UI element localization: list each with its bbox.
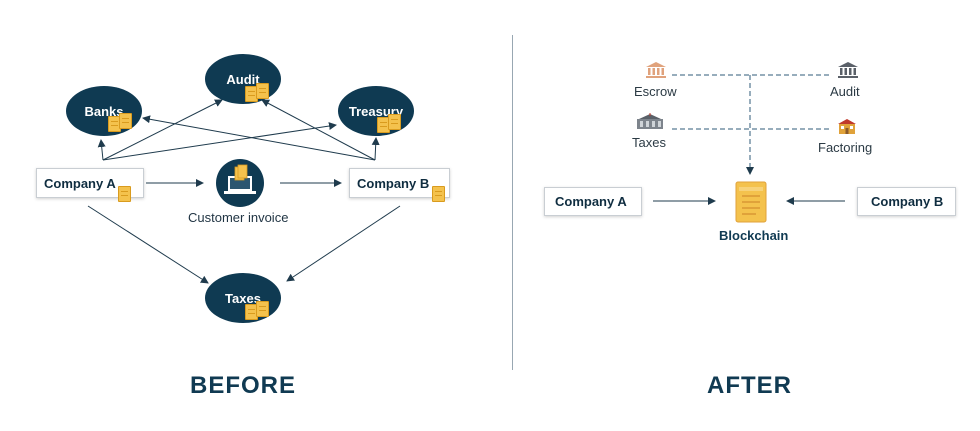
banks-label: Banks <box>84 104 124 119</box>
document-icon <box>118 186 131 202</box>
escrow-label: Escrow <box>634 84 677 99</box>
treasury-node: Treasury <box>338 86 414 136</box>
arrow-a-to-treasury <box>102 122 337 161</box>
audit-node: Audit <box>205 54 281 104</box>
section-divider <box>512 35 513 370</box>
after-company-b-box: Company B <box>857 187 956 216</box>
document-icon <box>108 116 121 132</box>
taxes-label: Taxes <box>225 291 261 306</box>
arrow-a-to-taxes <box>87 205 209 284</box>
document-icon <box>245 304 258 320</box>
laptop-icon <box>224 164 256 194</box>
after-company-a-box: Company A <box>544 187 642 216</box>
company-b-label: Company B <box>357 175 430 191</box>
arrow-a-to-audit <box>102 99 223 161</box>
document-icon <box>119 113 132 129</box>
blockchain-label: Blockchain <box>719 228 789 243</box>
audit-after-label: Audit <box>830 84 860 99</box>
taxes-after-label: Taxes <box>632 135 666 150</box>
taxes-node: Taxes <box>205 273 281 323</box>
document-icon <box>256 83 269 99</box>
building-icon <box>637 113 663 129</box>
document-icon <box>432 186 445 202</box>
arrow-b-to-taxes <box>286 205 401 282</box>
document-icon <box>256 301 269 317</box>
document-icon <box>388 114 401 130</box>
audit-label: Audit <box>226 72 260 87</box>
arrow-a-to-banks <box>97 139 106 161</box>
company-a-label: Company A <box>44 175 116 191</box>
arrow-b-to-audit <box>261 99 376 161</box>
invoice-label: Customer invoice <box>188 210 289 225</box>
bank-icon <box>838 62 858 78</box>
factoring-building-icon <box>838 119 856 134</box>
arrow-b-to-banks <box>142 115 376 161</box>
before-heading: BEFORE <box>190 372 297 399</box>
after-company-b-label: Company B <box>871 194 944 209</box>
bank-icon <box>646 62 666 78</box>
after-company-a-label: Company A <box>555 194 627 209</box>
factoring-label: Factoring <box>818 140 873 155</box>
blockchain-document-icon <box>735 181 767 223</box>
after-heading: AFTER <box>707 372 792 399</box>
arrow-b-to-treasury <box>371 137 380 161</box>
document-icon <box>245 86 258 102</box>
